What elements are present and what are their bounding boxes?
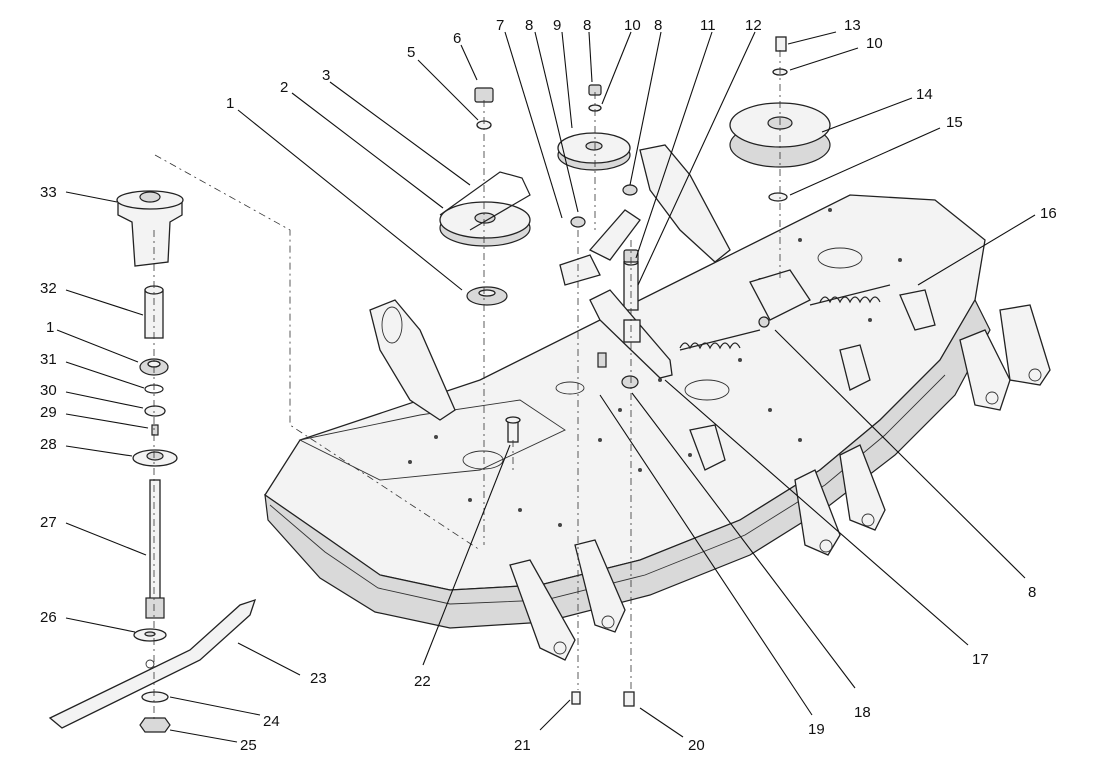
callout-2: 2 [280, 79, 288, 96]
callout-33: 33 [40, 184, 57, 201]
callout-8: 8 [1028, 584, 1036, 601]
callout-8: 8 [654, 17, 662, 34]
callout-13: 13 [844, 17, 861, 34]
leader-lines [56, 31, 1036, 743]
callout-1: 1 [226, 95, 234, 112]
callout-8: 8 [583, 17, 591, 34]
callout-14: 14 [916, 86, 933, 103]
callout-8: 8 [525, 17, 533, 34]
callout-21: 21 [514, 737, 531, 754]
callout-28: 28 [40, 436, 57, 453]
callout-17: 17 [972, 651, 989, 668]
callout-18: 18 [854, 704, 871, 721]
callout-32: 32 [40, 280, 57, 297]
callout-29: 29 [40, 404, 57, 421]
pulley-assembly [154, 36, 891, 707]
callout-25: 25 [240, 737, 257, 754]
callout-3: 3 [322, 67, 330, 84]
callout-16: 16 [1040, 205, 1057, 222]
callout-1: 1 [46, 319, 54, 336]
spindle-assembly [48, 190, 257, 733]
callout-19: 19 [808, 721, 825, 738]
callout-10: 10 [866, 35, 883, 52]
callout-20: 20 [688, 737, 705, 754]
callout-22: 22 [414, 673, 431, 690]
callout-9: 9 [553, 17, 561, 34]
callout-12: 12 [745, 17, 762, 34]
callout-26: 26 [40, 609, 57, 626]
callout-15: 15 [946, 114, 963, 131]
callout-6: 6 [453, 30, 461, 47]
callout-5: 5 [407, 44, 415, 61]
mower-deck [264, 144, 1051, 661]
callout-27: 27 [40, 514, 57, 531]
callout-24: 24 [263, 713, 280, 730]
callout-10: 10 [624, 17, 641, 34]
callout-30: 30 [40, 382, 57, 399]
callout-7: 7 [496, 17, 504, 34]
callout-31: 31 [40, 351, 57, 368]
callout-23: 23 [310, 670, 327, 687]
callout-11: 11 [700, 17, 716, 34]
callout-labels: 1 2 3 5 6 7 8 9 8 10 8 11 12 13 10 14 15… [40, 17, 1057, 754]
